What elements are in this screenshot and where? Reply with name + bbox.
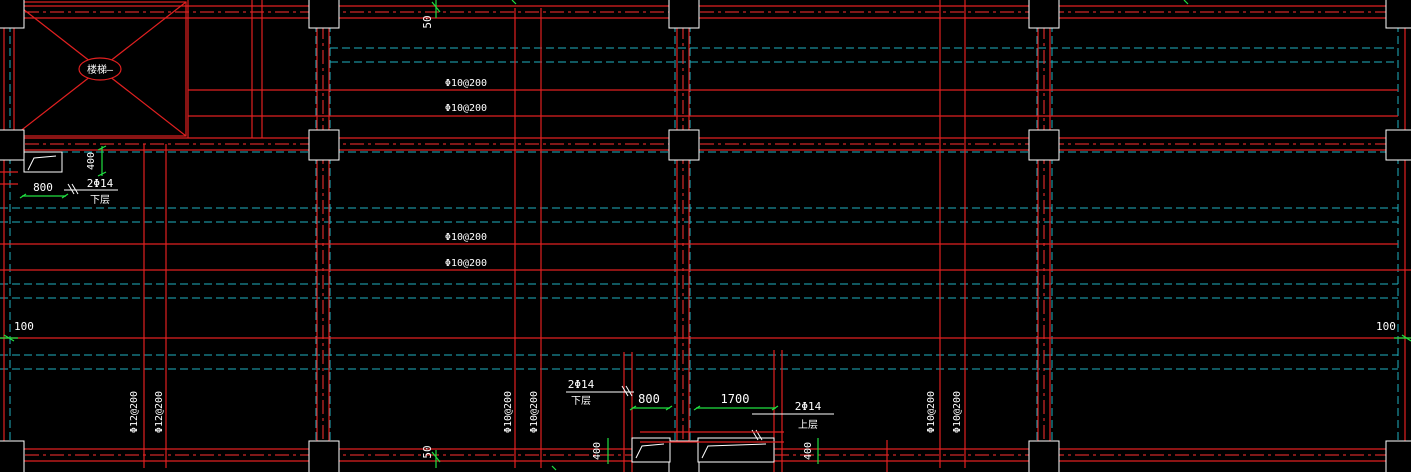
callout-layer: 下层 <box>90 194 110 206</box>
column <box>1385 0 1411 29</box>
dimension-text: 100 <box>1376 320 1396 333</box>
column <box>308 129 340 161</box>
callout-bars: 2Φ14 <box>568 378 595 391</box>
rebar-label: Φ10@200 <box>503 391 514 433</box>
left-detail <box>0 145 118 199</box>
column <box>1028 0 1060 29</box>
rebar-label: Φ10@200 <box>445 78 487 89</box>
column <box>1028 440 1060 472</box>
callout-bars: 2Φ14 <box>87 177 114 190</box>
column <box>0 129 25 161</box>
column <box>308 0 340 29</box>
bottom-detail <box>566 385 834 464</box>
column <box>1385 440 1411 472</box>
column <box>1385 129 1411 161</box>
stair-opening-label: 楼梯— <box>87 63 114 76</box>
column <box>668 129 700 161</box>
column <box>0 440 25 472</box>
rebar-label: Φ10@200 <box>529 391 540 433</box>
dimension-text: 400 <box>86 152 97 170</box>
stair-opening <box>13 1 187 137</box>
dimension-text: 50 <box>421 445 434 458</box>
dimension-text: 800 <box>33 181 53 194</box>
dimension-text: 1700 <box>721 392 750 406</box>
rebar-label: Φ10@200 <box>926 391 937 433</box>
callout-layer: 下层 <box>571 395 591 407</box>
rebar-label: Φ10@200 <box>445 103 487 114</box>
column <box>0 0 25 29</box>
dimension-text: 400 <box>592 442 603 460</box>
column <box>668 440 700 472</box>
rebar-label: Φ12@200 <box>129 391 140 433</box>
rebar-label: Φ12@200 <box>154 391 165 433</box>
dimension-text: 50 <box>421 15 434 28</box>
rebar-label: Φ10@200 <box>445 232 487 243</box>
callout-layer: 上层 <box>798 419 818 431</box>
callout-bars: 2Φ14 <box>795 400 822 413</box>
dimension-text: 800 <box>638 392 660 406</box>
column <box>1028 129 1060 161</box>
rebar-label: Φ10@200 <box>952 391 963 433</box>
dimension-text: 400 <box>803 442 814 460</box>
rebar-label: Φ10@200 <box>445 258 487 269</box>
column <box>668 0 700 29</box>
column <box>308 440 340 472</box>
dimension-text: 100 <box>14 320 34 333</box>
